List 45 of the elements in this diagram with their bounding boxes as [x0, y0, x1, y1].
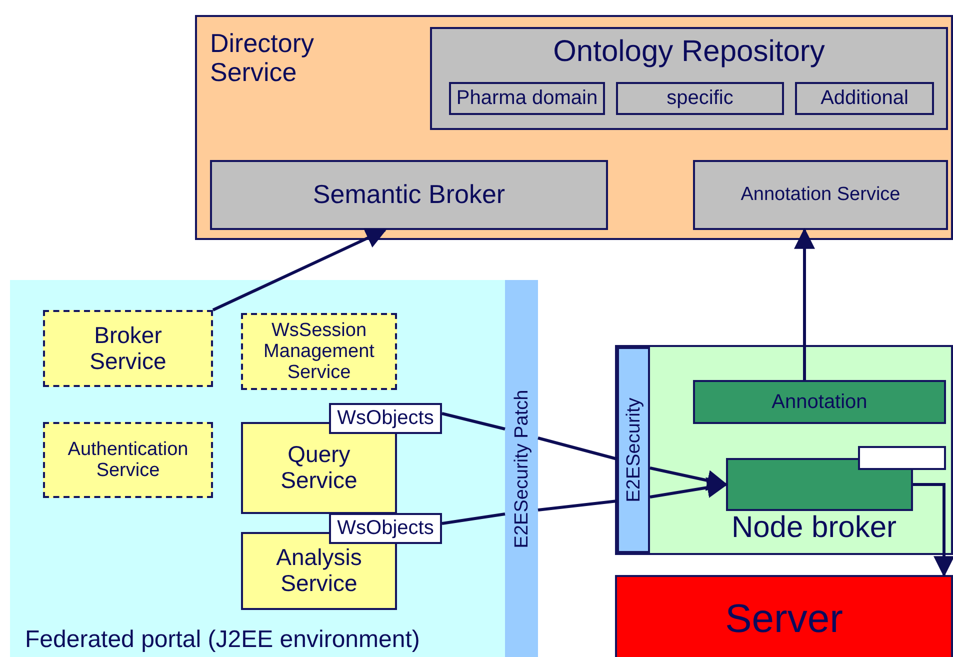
- security-layer-bar: [617, 347, 650, 553]
- component-box: [329, 513, 442, 544]
- component-box: [43, 422, 213, 498]
- arrow: [650, 477, 728, 498]
- component-box: [616, 82, 784, 115]
- label-text: Analysis Service: [275, 545, 363, 597]
- label-text: WsObjects: [337, 407, 434, 430]
- container-panel: [10, 280, 538, 657]
- label-text: Node broker: [730, 511, 898, 545]
- label-text: Server: [725, 597, 843, 642]
- box-shape: [726, 458, 913, 511]
- label-text: Federated portal (J2EE environment): [25, 627, 420, 654]
- label-text: E2ESecurity: [622, 398, 644, 502]
- label-text: Broker Service: [88, 322, 168, 374]
- arrow: [650, 466, 728, 491]
- component-box: [449, 82, 605, 115]
- label-text: Query Service: [280, 442, 358, 494]
- arrow: [794, 228, 815, 380]
- component-box: [693, 160, 948, 230]
- label-text: Authentication Service: [66, 438, 190, 482]
- component-box: [615, 575, 953, 657]
- container-panel: [195, 15, 953, 240]
- component-box: [210, 160, 608, 230]
- component-box: [693, 380, 946, 424]
- label-text: WsSession Management Service: [262, 320, 376, 384]
- label-text: WsObjects: [337, 517, 434, 540]
- label-text: Annotation Service: [740, 184, 900, 206]
- label-text: Annotation: [772, 390, 868, 414]
- component-box: [795, 82, 934, 115]
- container-panel: [430, 27, 948, 130]
- component-box: [329, 403, 442, 434]
- tag-box: [858, 446, 946, 470]
- component-box: [43, 310, 213, 387]
- arrow: [913, 483, 953, 578]
- label-text: E2ESecurity Patch: [510, 389, 532, 548]
- label-text: Semantic Broker: [312, 180, 506, 210]
- security-layer-bar: [505, 280, 538, 657]
- label-text: Additional: [820, 87, 908, 110]
- label-text: Ontology Repository: [552, 35, 826, 69]
- label-text: specific: [666, 87, 734, 110]
- component-box: [241, 313, 397, 390]
- arrow: [212, 228, 387, 312]
- label-text: Directory Service: [210, 29, 316, 88]
- container-panel: [615, 345, 953, 555]
- label-text: Pharma domain: [456, 87, 598, 110]
